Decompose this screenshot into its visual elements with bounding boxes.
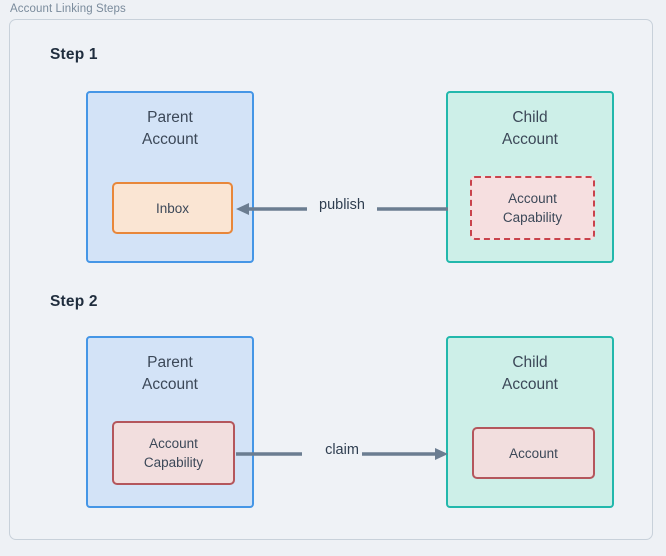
diagram-title: Account Linking Steps [10, 3, 126, 15]
step-1-parent-account-title: Parent Account [141, 109, 198, 148]
step-2-label: Step 2 [50, 293, 98, 310]
step-2-arrow-label: claim [325, 442, 359, 458]
step-2-parent-account-title: Parent Account [141, 354, 198, 393]
step-1-publish-arrow: publish [236, 194, 448, 224]
step-2-child-account-box[interactable]: Child Account Account [446, 336, 614, 508]
step-1-account-capability-chip[interactable]: Account Capability [470, 176, 595, 240]
step-2-child-account-title: Child Account [501, 354, 558, 393]
step-2-parent-account-box[interactable]: Parent Account Account Capability [86, 336, 254, 508]
step-1-child-account-box[interactable]: Child Account Account Capability [446, 91, 614, 263]
step-1-inbox-chip[interactable]: Inbox [112, 182, 233, 234]
step-1-arrow-label: publish [319, 197, 365, 213]
step-1-parent-account-box[interactable]: Parent Account Inbox [86, 91, 254, 263]
step-1-child-account-title: Child Account [501, 109, 558, 148]
step-2-claim-arrow: claim [236, 439, 448, 469]
step-2-account-capability-chip[interactable]: Account Capability [112, 421, 235, 485]
arrow-left-icon [236, 203, 448, 215]
step-2-account-chip[interactable]: Account [472, 427, 595, 479]
arrow-right-icon [236, 448, 448, 460]
step-1-label: Step 1 [50, 46, 98, 63]
